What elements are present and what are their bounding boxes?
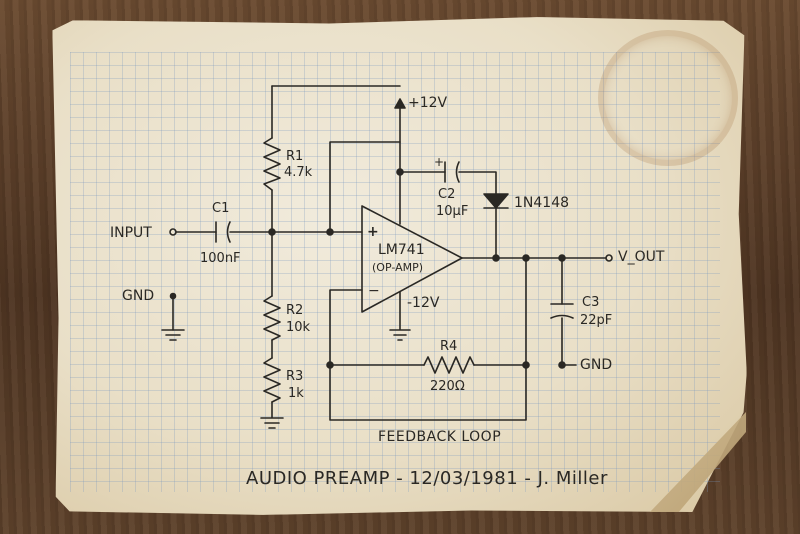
gnd-left-symbol <box>161 292 185 341</box>
coffee-stain <box>598 30 738 166</box>
r4-value: 220Ω <box>430 379 465 394</box>
opamp-symbol <box>361 205 463 313</box>
r3-ref: R3 <box>286 369 304 384</box>
opamp-minus: − <box>368 283 380 299</box>
c2-value: 10µF <box>436 204 469 219</box>
r2-ref: R2 <box>286 303 304 318</box>
r3-gnd-symbol <box>260 401 284 429</box>
c2-capacitor-symbol <box>444 161 460 183</box>
vcc-arrow <box>394 98 406 109</box>
r4-ref: R4 <box>440 339 458 354</box>
r3-resistor-symbol <box>263 357 281 403</box>
r2-value: 10k <box>286 320 311 335</box>
vee-label: -12V <box>407 295 440 311</box>
d1-ref: 1N4148 <box>514 195 570 211</box>
r1-ref: R1 <box>286 149 304 164</box>
c1-ref: C1 <box>212 201 230 216</box>
gnd-left-label: GND <box>122 288 155 304</box>
feedback-loop-label: FEEDBACK LOOP <box>378 429 502 445</box>
noninv-input-wire <box>271 141 401 233</box>
c2-ref: C2 <box>438 187 456 202</box>
c3-value: 22pF <box>580 313 613 328</box>
opamp-ref: LM741 <box>378 242 425 258</box>
gnd-right-label: GND <box>580 357 613 373</box>
c3-capacitor-symbol <box>550 303 574 319</box>
opamp-plus: + <box>367 224 379 240</box>
r1-resistor-symbol <box>263 137 281 191</box>
c1-capacitor-symbol <box>215 221 231 243</box>
vout-label: V_OUT <box>618 249 665 265</box>
vout-terminal <box>605 254 613 262</box>
r4-resistor-symbol <box>423 356 475 374</box>
c2-wire <box>399 171 497 195</box>
vcc-label: +12V <box>408 95 448 111</box>
input-label: INPUT <box>110 225 152 241</box>
opamp-type: (OP-AMP) <box>372 261 424 274</box>
vee-rail-wire <box>389 291 411 341</box>
r1-value: 4.7k <box>284 165 313 180</box>
r3-value: 1k <box>288 386 304 401</box>
r2-resistor-symbol <box>263 295 281 341</box>
inv-input-wire <box>329 257 527 421</box>
footer-caption: AUDIO PREAMP - 12/03/1981 - J. Miller <box>246 468 608 489</box>
input-wire <box>169 228 273 236</box>
c1-value: 100nF <box>200 251 241 266</box>
d1-diode-symbol <box>483 193 509 209</box>
c2-polarity: + <box>434 155 445 169</box>
c3-ref: C3 <box>582 295 600 310</box>
